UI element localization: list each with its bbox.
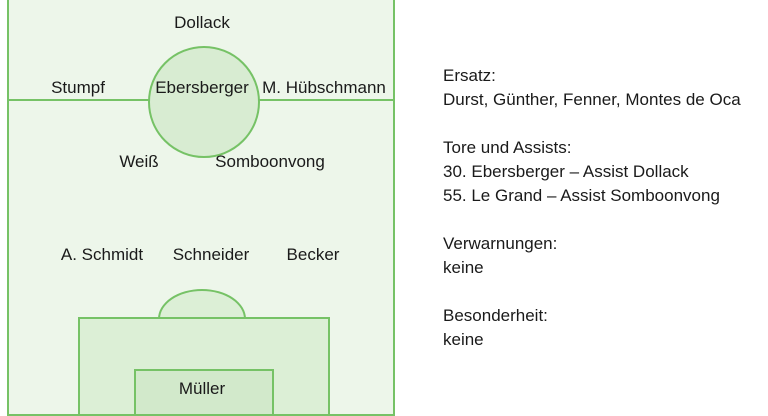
player-becker: Becker bbox=[286, 245, 340, 264]
substitutes-section: Ersatz: Durst, Günther, Fenner, Montes d… bbox=[443, 64, 765, 112]
match-info: Ersatz: Durst, Günther, Fenner, Montes d… bbox=[443, 64, 765, 376]
player-mueller: Müller bbox=[178, 379, 226, 398]
goal-line: 55. Le Grand – Assist Somboonvong bbox=[443, 186, 720, 205]
player-huebschmann: M. Hübschmann bbox=[262, 78, 386, 97]
goal-line: 30. Ebersberger – Assist Dollack bbox=[443, 162, 689, 181]
special-section: Besonderheit: keine bbox=[443, 304, 765, 352]
player-schneider: Schneider bbox=[172, 245, 250, 264]
player-dollack: Dollack bbox=[174, 13, 230, 32]
player-ebersberger: Ebersberger bbox=[155, 78, 249, 97]
goals-section: Tore und Assists: 30. Ebersberger – Assi… bbox=[443, 136, 765, 208]
goal-box bbox=[134, 369, 274, 414]
special-heading: Besonderheit: bbox=[443, 306, 548, 325]
cards-value: keine bbox=[443, 258, 484, 277]
special-value: keine bbox=[443, 330, 484, 349]
cards-section: Verwarnungen: keine bbox=[443, 232, 765, 280]
center-circle bbox=[148, 46, 260, 158]
football-pitch bbox=[7, 0, 395, 416]
player-schmidt: A. Schmidt bbox=[60, 245, 144, 264]
cards-heading: Verwarnungen: bbox=[443, 234, 558, 253]
player-weiss: Weiß bbox=[119, 152, 159, 171]
player-stumpf: Stumpf bbox=[51, 78, 105, 97]
substitutes-heading: Ersatz: bbox=[443, 66, 496, 85]
substitutes-names: Durst, Günther, Fenner, Montes de Oca bbox=[443, 90, 741, 109]
player-somboonvong: Somboonvong bbox=[215, 152, 325, 171]
goals-heading: Tore und Assists: bbox=[443, 138, 572, 157]
